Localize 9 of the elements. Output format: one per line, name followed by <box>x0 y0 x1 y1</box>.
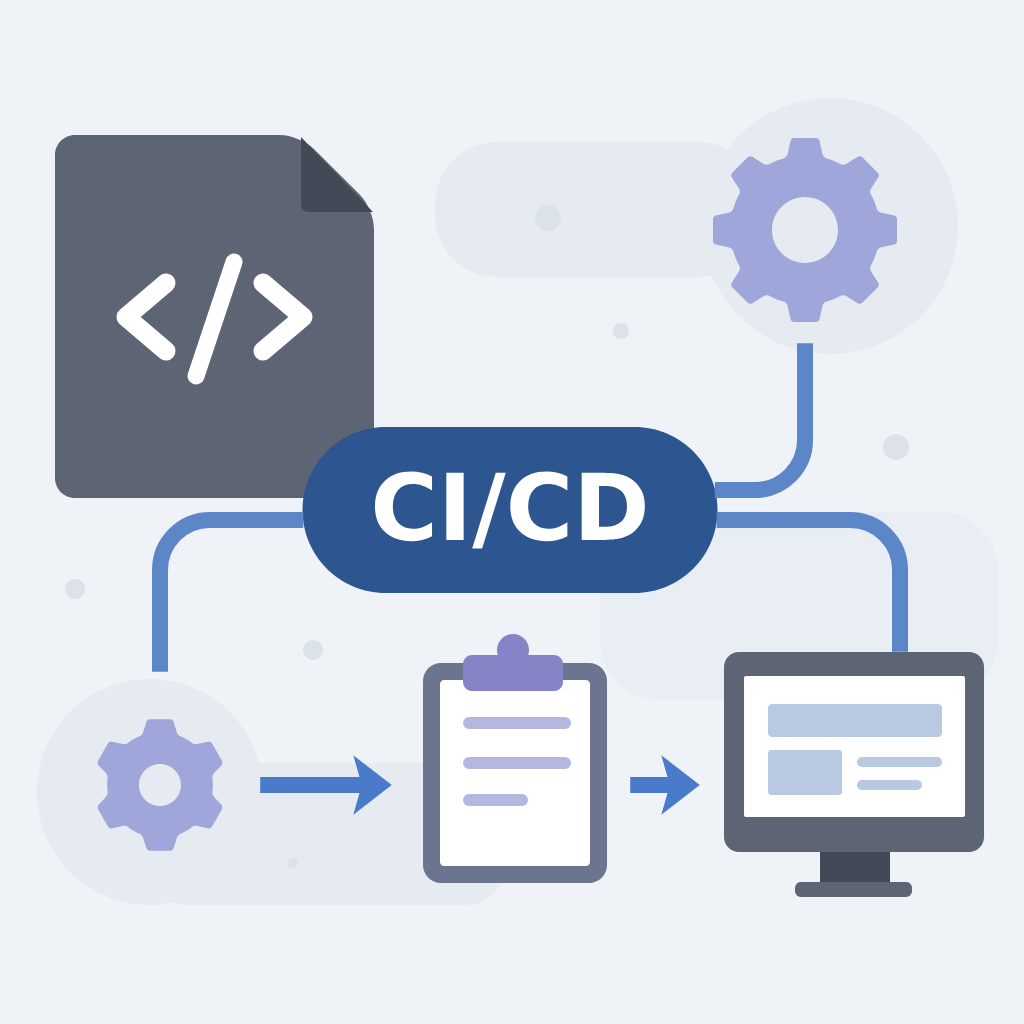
gear-icon <box>713 138 897 322</box>
connector-line <box>152 512 304 672</box>
connector-line <box>716 512 908 652</box>
code-file-icon <box>55 135 374 498</box>
clipboard-icon <box>423 634 607 883</box>
monitor-icon <box>724 652 984 897</box>
connector-line <box>714 343 813 498</box>
gear-icon <box>97 719 223 851</box>
pill-label: CI/CD <box>302 427 718 593</box>
